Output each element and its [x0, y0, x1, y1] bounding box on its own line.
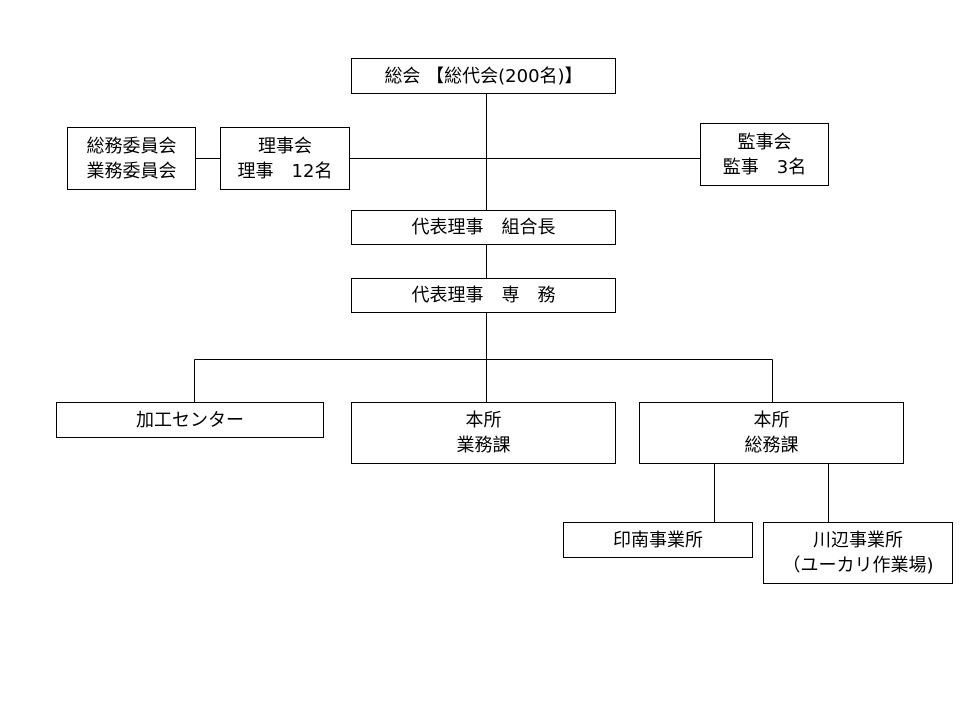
hq-business-label-line1: 本所 [465, 410, 502, 431]
hq-general-affairs-section-box: 本所 総務課 [639, 402, 904, 464]
committees-box: 総務委員会 業務委員会 [67, 127, 196, 190]
board-of-directors-box: 理事会 理事 12名 [220, 127, 350, 190]
president-label: 代表理事 組合長 [411, 217, 556, 238]
kawabe-office-label-line1: 川辺事業所 [813, 530, 903, 551]
board-label-line1: 理事会 [258, 135, 312, 157]
president-box: 代表理事 組合長 [351, 210, 616, 245]
general-assembly-label: 総会 【総代会(200名)】 [384, 65, 583, 87]
auditors-label-line1: 監事会 [737, 131, 792, 153]
innami-office-box: 印南事業所 [563, 522, 753, 558]
committees-label-line1: 総務委員会 [86, 135, 177, 157]
hq-general-affairs-label-line1: 本所 [753, 410, 790, 431]
kawabe-office-box: 川辺事業所 （ユーカリ作業場) [763, 522, 953, 584]
processing-center-box: 加工センター [56, 402, 324, 438]
auditors-box: 監事会 監事 3名 [700, 123, 829, 186]
hq-business-label-line2: 業務課 [456, 435, 511, 456]
kawabe-office-label-line2: （ユーカリ作業場) [782, 555, 934, 576]
committees-label-line2: 業務委員会 [86, 160, 177, 182]
managing-director-box: 代表理事 専 務 [351, 278, 616, 313]
managing-director-label: 代表理事 専 務 [411, 285, 556, 306]
hq-general-affairs-label-line2: 総務課 [744, 435, 799, 456]
board-label-line2: 理事 12名 [237, 160, 333, 182]
hq-business-section-box: 本所 業務課 [351, 402, 616, 464]
auditors-label-line2: 監事 3名 [722, 156, 807, 178]
innami-office-label: 印南事業所 [613, 529, 703, 551]
general-assembly-box: 総会 【総代会(200名)】 [351, 58, 616, 94]
processing-center-label: 加工センター [136, 409, 244, 431]
